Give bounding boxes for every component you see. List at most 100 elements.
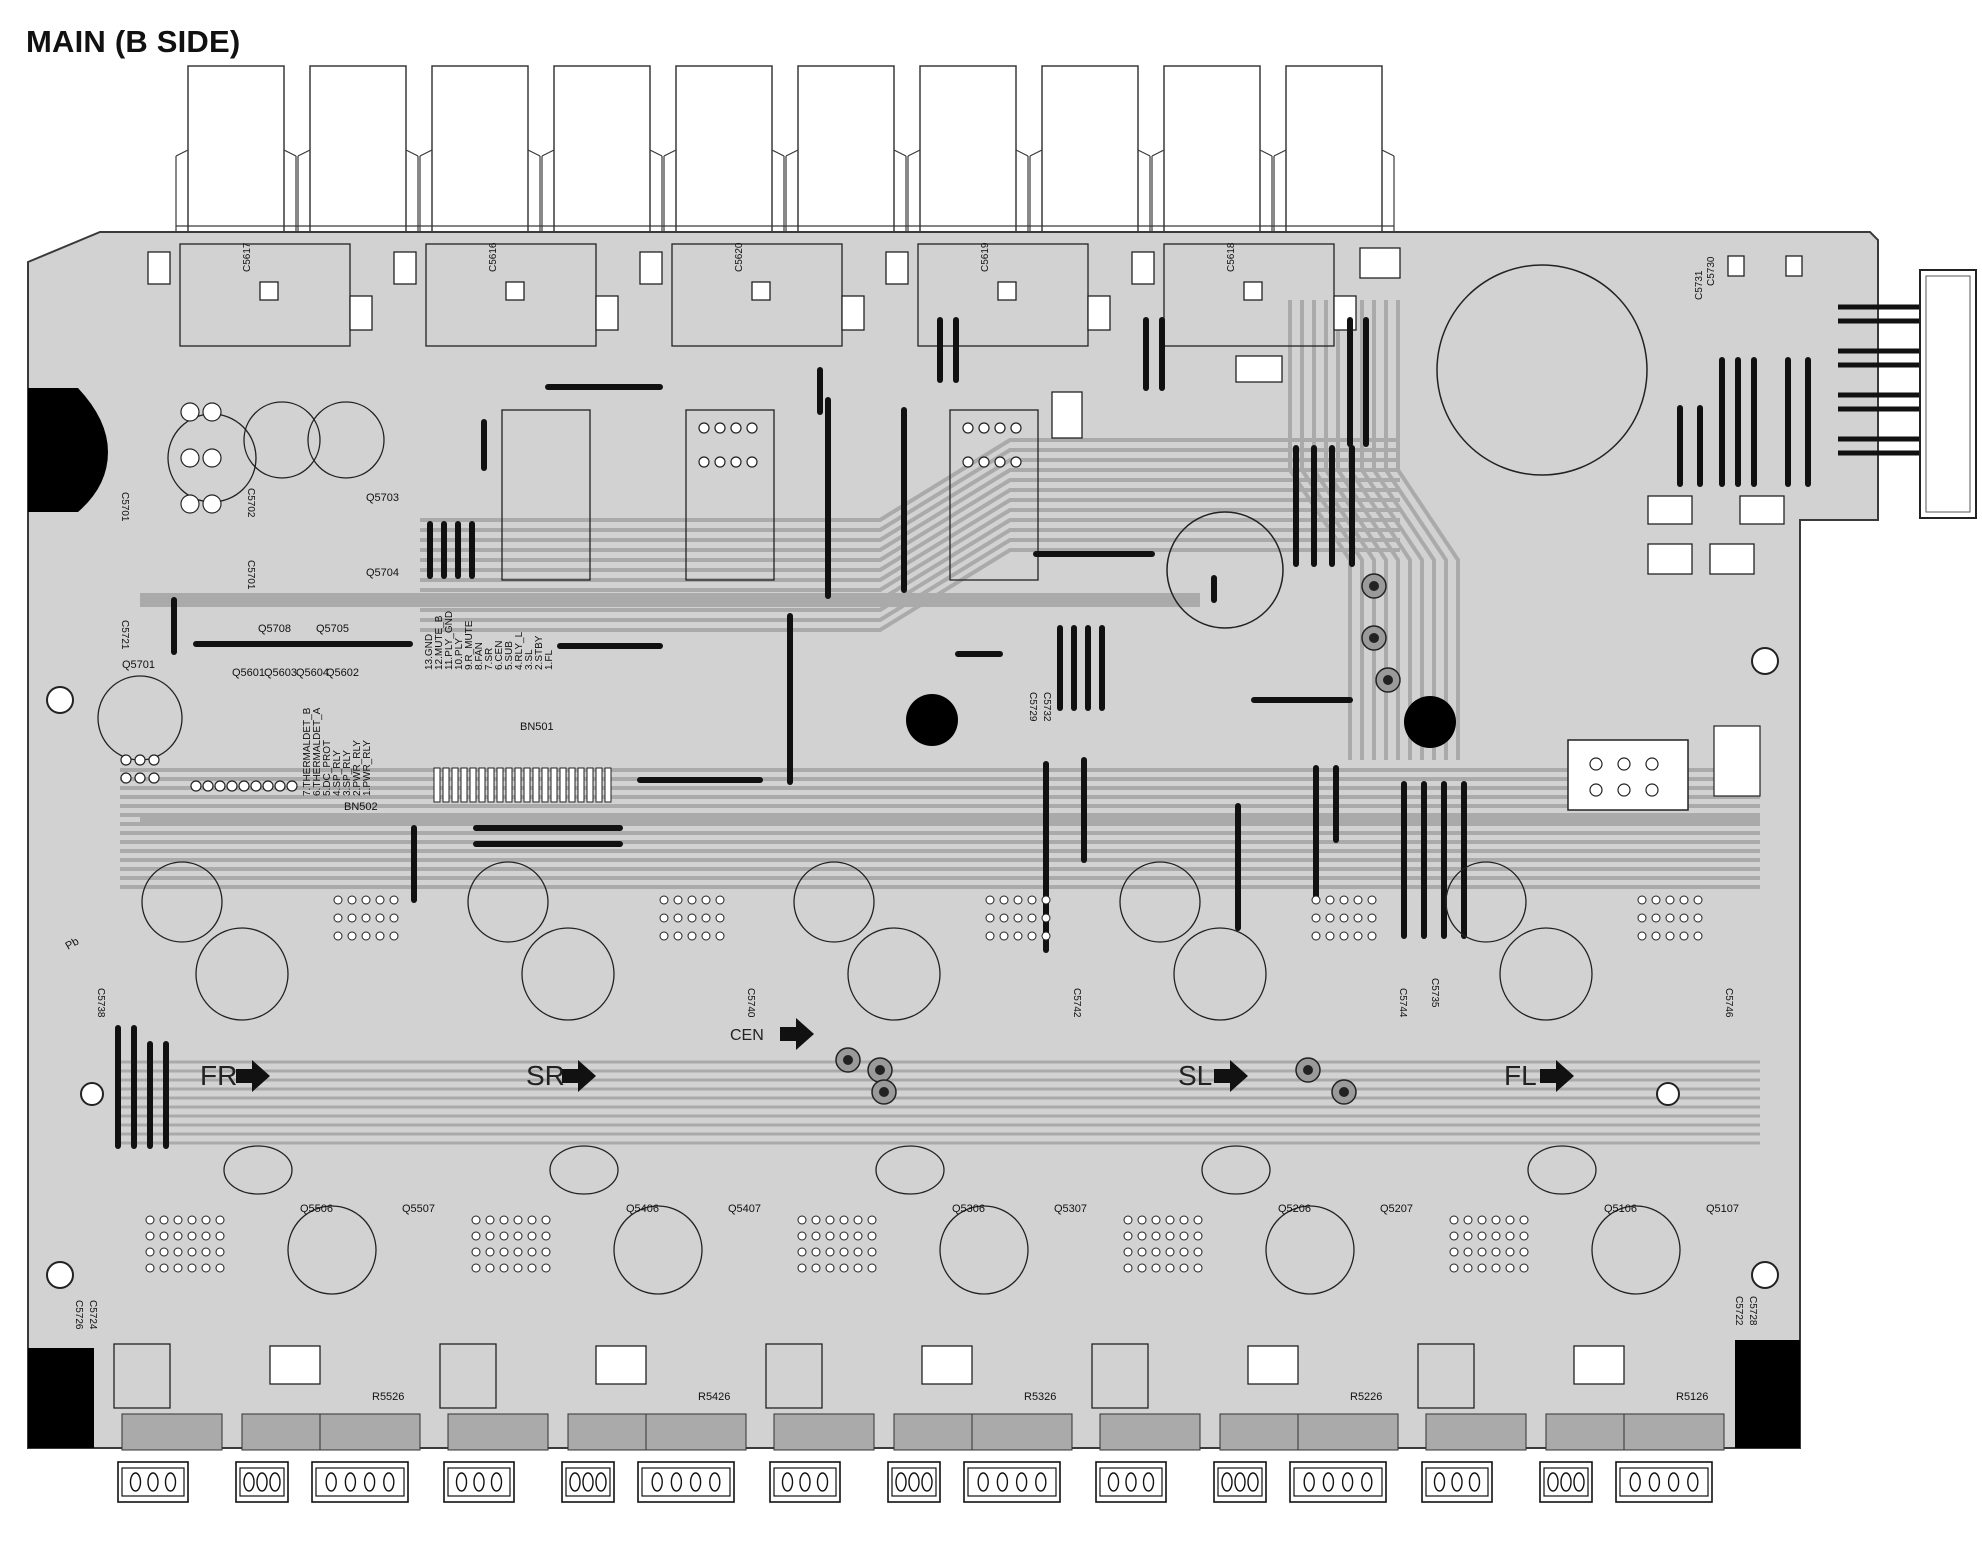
- inductor-outline: [223, 1145, 293, 1195]
- solder-pad: [190, 780, 202, 792]
- solder-pad: [202, 402, 222, 422]
- capacitor-label: C5619: [980, 242, 991, 272]
- solder-pad: [994, 456, 1006, 468]
- capacitor-label: C5729: [1027, 692, 1038, 722]
- driver-footprint: [113, 1343, 171, 1409]
- rca-jack: [1163, 65, 1261, 235]
- capacitor-outline: [467, 861, 549, 943]
- solder-pad: [1645, 783, 1659, 797]
- speaker-connector: [1919, 269, 1977, 519]
- rca-jack: [1285, 65, 1383, 235]
- transistor-label: Q5307: [1054, 1203, 1087, 1215]
- header-pin: [541, 767, 549, 803]
- component-outline: [1785, 255, 1803, 277]
- component-outline: [1647, 543, 1693, 575]
- solder-pad: [994, 422, 1006, 434]
- capacitor-label: C5740: [745, 988, 756, 1018]
- capacitor-label: C5722: [1733, 1296, 1744, 1326]
- connector-pin-label: 12.MUTE_B: [434, 615, 445, 670]
- solder-pad: [978, 422, 990, 434]
- mounting-hole: [80, 1082, 104, 1106]
- solder-pad: [134, 772, 146, 784]
- left-clamp: [28, 388, 108, 512]
- header-pin: [604, 767, 612, 803]
- relay-outline: [1567, 739, 1689, 811]
- solder-pad: [1589, 783, 1603, 797]
- capacitor-label: C5620: [734, 242, 745, 272]
- connector-pin-label: 1.PWR_RLY: [362, 740, 373, 796]
- solder-pad: [746, 456, 758, 468]
- channel-label: SR: [526, 1060, 565, 1091]
- output-terminals: [117, 1461, 1713, 1503]
- transistor-label: Q5507: [402, 1203, 435, 1215]
- component-outline: [1235, 355, 1283, 383]
- capacitor-outline: [1591, 1205, 1681, 1295]
- component-outline: [1709, 543, 1755, 575]
- component-outline: [1243, 281, 1263, 301]
- header-pin: [469, 767, 477, 803]
- solder-pad: [202, 448, 222, 468]
- capacitor-outline: [141, 861, 223, 943]
- transistor-label: Q5602: [326, 667, 359, 679]
- header-pin: [487, 767, 495, 803]
- resistor-label: R5326: [1024, 1391, 1056, 1403]
- component-outline: [259, 281, 279, 301]
- component-outline: [1647, 495, 1693, 525]
- connector-pin-label: 5.SUB: [504, 641, 515, 670]
- connector-name: BN501: [520, 721, 554, 733]
- solder-pad: [120, 754, 132, 766]
- resistor-label: R5426: [698, 1391, 730, 1403]
- header-pin: [451, 767, 459, 803]
- component-outline: [1727, 255, 1745, 277]
- solder-pad: [148, 772, 160, 784]
- capacitor-label: C5724: [87, 1300, 98, 1330]
- component-outline: [1051, 391, 1083, 439]
- bottom-right-block: [1735, 1340, 1800, 1448]
- solder-pad: [962, 456, 974, 468]
- solder-pad: [1589, 757, 1603, 771]
- header-pin: [505, 767, 513, 803]
- header-pin: [442, 767, 450, 803]
- capacitor-outline: [1499, 927, 1593, 1021]
- header-pin: [577, 767, 585, 803]
- header-pin: [568, 767, 576, 803]
- component-outline: [147, 251, 171, 285]
- component-outline: [751, 281, 771, 301]
- header-pin: [478, 767, 486, 803]
- transistor-label: Q5107: [1706, 1203, 1739, 1215]
- capacitor-label: C5616: [488, 242, 499, 272]
- connector-pin-label: 6.THERMALDET_A: [312, 707, 323, 796]
- regulator-footprint: [1247, 1345, 1299, 1385]
- connector-pin-label: 3.SL: [524, 649, 535, 670]
- pb-mark: Pb: [64, 935, 82, 952]
- capacitor-outline: [1119, 861, 1201, 943]
- rca-jack: [1041, 65, 1139, 235]
- connector-name: BN502: [344, 801, 378, 813]
- regulator-footprint: [269, 1345, 321, 1385]
- header-pin: [460, 767, 468, 803]
- transistor-footprint: [671, 243, 843, 347]
- channel-label: FL: [1504, 1060, 1537, 1091]
- component-outline: [393, 251, 417, 285]
- channel-label: FR: [200, 1060, 237, 1091]
- transistor-label: Q5704: [366, 567, 399, 579]
- copper-traces: [120, 300, 1760, 1145]
- component-outline: [841, 295, 865, 331]
- solder-pad: [714, 456, 726, 468]
- transistor-label: Q5106: [1604, 1203, 1637, 1215]
- rca-jack: [675, 65, 773, 235]
- capacitor-outline: [1173, 927, 1267, 1021]
- header-pin: [586, 767, 594, 803]
- capacitor-label: C5738: [95, 988, 106, 1018]
- mounting-hole: [1656, 1082, 1680, 1106]
- mounting-hole: [906, 694, 958, 746]
- channel-direction-arrow: [562, 1060, 596, 1092]
- channel-label: SL: [1178, 1060, 1212, 1091]
- connector-pin-label: 7.THERMALDET_B: [302, 707, 313, 796]
- solder-pad: [214, 780, 226, 792]
- transistor-label: Q5206: [1278, 1203, 1311, 1215]
- solder-pad: [698, 456, 710, 468]
